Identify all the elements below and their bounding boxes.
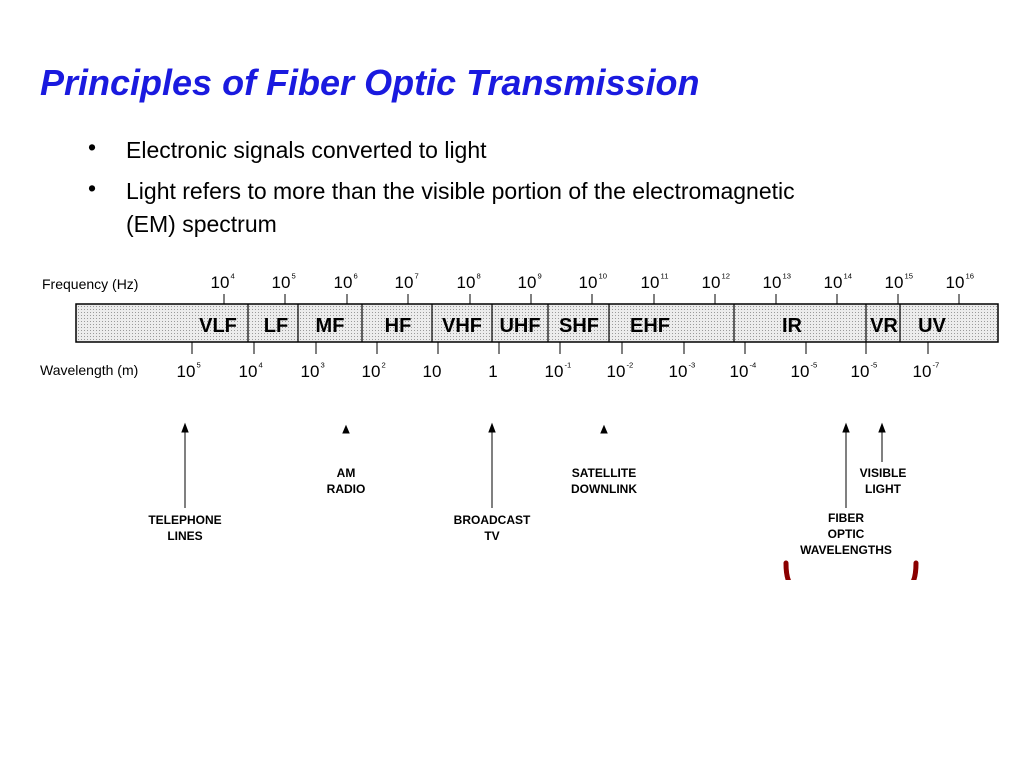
- app-label-telephone-line-1: TELEPHONE: [148, 513, 221, 527]
- frequency-tick-label-exponent: 8: [477, 272, 481, 281]
- band-labels: VLF LF MF HF VHF UHF SHF EHF IR VR UV: [199, 315, 946, 337]
- arrow-head-icon: [842, 422, 850, 433]
- app-label-satellite-line-2: DOWNLINK: [571, 482, 637, 496]
- frequency-tick-label: 10: [579, 273, 598, 292]
- band-label-ir: IR: [782, 315, 803, 337]
- wavelength-tick-label: 10: [607, 362, 626, 381]
- wavelength-tick-label: 10: [177, 362, 196, 381]
- app-label-telephone-line-2: LINES: [167, 529, 202, 543]
- bullet-dot: •: [88, 134, 97, 160]
- bullet-text: (EM) spectrum: [126, 211, 277, 237]
- app-label-am-line-1: AM: [337, 466, 356, 480]
- arrow-head-icon: [878, 422, 886, 433]
- frequency-tick-label-exponent: 4: [231, 272, 236, 281]
- frequency-tick-label-exponent: 9: [538, 272, 542, 281]
- wavelength-tick-label-exponent: -4: [750, 361, 758, 370]
- band-label-vhf: VHF: [442, 315, 482, 337]
- wavelength-tick-label-exponent: -5: [871, 361, 878, 370]
- wavelength-tick-label: 10: [362, 362, 381, 381]
- bullet-text: Light refers to more than the visible po…: [126, 178, 795, 204]
- wavelength-tick-label: 10: [851, 362, 870, 381]
- am-radio-arrow-head-icon: [342, 424, 350, 434]
- band-label-vr: VR: [870, 315, 898, 337]
- wavelength-tick-label-exponent: -3: [689, 361, 696, 370]
- band-label-vlf: VLF: [199, 315, 237, 337]
- frequency-tick-label-exponent: 12: [722, 272, 731, 281]
- wavelength-tick-label-exponent: -1: [565, 361, 572, 370]
- frequency-tick-label-exponent: 6: [354, 272, 358, 281]
- frequency-tick-label-exponent: 5: [292, 272, 296, 281]
- frequency-tick-label: 10: [946, 273, 965, 292]
- band-label-ehf: EHF: [630, 315, 670, 337]
- wavelength-tick-label-exponent: -5: [811, 361, 818, 370]
- bullet-text: Electronic signals converted to light: [126, 137, 487, 163]
- band-label-hf: HF: [385, 315, 412, 337]
- app-label-fiber-line-3: WAVELENGTHS: [800, 543, 892, 557]
- bullet-dot: •: [88, 175, 97, 201]
- wavelength-tick-label: 10: [239, 362, 258, 381]
- app-label-fiber-line-1: FIBER: [828, 511, 864, 525]
- wavelength-tick-label: 10: [669, 362, 688, 381]
- frequency-tick-label: 10: [763, 273, 782, 292]
- frequency-tick-label-exponent: 7: [415, 272, 419, 281]
- spectrum-bar: [75, 303, 999, 343]
- wavelength-tick-label: 10: [913, 362, 932, 381]
- wavelength-tick-label: 10: [301, 362, 320, 381]
- frequency-tick-label-exponent: 11: [661, 272, 669, 281]
- arrow-head-icon: [488, 422, 496, 433]
- band-label-mf: MF: [316, 315, 345, 337]
- wavelength-tick-label-exponent: -7: [933, 361, 940, 370]
- wavelength-tick-label-exponent: 5: [197, 361, 201, 370]
- satellite-downlink-arrow-head-icon: [600, 424, 608, 434]
- wavelength-tick-label-exponent: 4: [259, 361, 264, 370]
- frequency-tick-label-exponent: 15: [905, 272, 914, 281]
- wavelength-tick-label-exponent: 2: [382, 361, 386, 370]
- frequency-axis-label: Frequency (Hz): [42, 276, 138, 292]
- wavelength-axis-label: Wavelength (m): [40, 362, 138, 378]
- frequency-tick-label-exponent: 13: [783, 272, 792, 281]
- wavelength-tick-label-exponent: 3: [321, 361, 325, 370]
- wavelength-tick-label: 10: [423, 362, 442, 381]
- band-label-uv: UV: [918, 315, 946, 337]
- app-label-am-line-2: RADIO: [327, 482, 366, 496]
- band-label-lf: LF: [264, 315, 288, 337]
- app-label-fiber-line-2: OPTIC: [828, 527, 865, 541]
- frequency-tick-label: 10: [211, 273, 230, 292]
- frequency-tick-label-exponent: 16: [966, 272, 975, 281]
- frequency-tick-label: 10: [641, 273, 660, 292]
- app-label-visible-line-2: LIGHT: [865, 482, 902, 496]
- frequency-tick-label: 10: [885, 273, 904, 292]
- frequency-tick-label: 10: [702, 273, 721, 292]
- frequency-tick-label: 10: [395, 273, 414, 292]
- fiber-wavelength-brace: [783, 560, 919, 580]
- app-label-broadcast-line-2: TV: [484, 529, 499, 543]
- arrow-head-icon: [181, 422, 189, 433]
- band-dividers: [247, 304, 901, 342]
- wavelength-tick-label-exponent: -2: [627, 361, 634, 370]
- frequency-tick-label-exponent: 14: [844, 272, 853, 281]
- wavelength-tick-label: 10: [730, 362, 749, 381]
- frequency-tick-label: 10: [457, 273, 476, 292]
- wavelength-tick-label: 1: [488, 362, 497, 381]
- frequency-tick-label: 10: [518, 273, 537, 292]
- app-label-visible-line-1: VISIBLE: [860, 466, 907, 480]
- slide-title: Principles of Fiber Optic Transmission: [40, 62, 700, 103]
- band-label-shf: SHF: [559, 315, 599, 337]
- app-label-satellite-line-1: SATELLITE: [572, 466, 636, 480]
- wavelength-tick-label: 10: [545, 362, 564, 381]
- frequency-tick-label: 10: [824, 273, 843, 292]
- band-label-uhf: UHF: [499, 315, 540, 337]
- frequency-tick-label: 10: [272, 273, 291, 292]
- frequency-tick-label: 10: [334, 273, 353, 292]
- wavelength-tick-label: 10: [791, 362, 810, 381]
- app-label-broadcast-line-1: BROADCAST: [454, 513, 531, 527]
- frequency-tick-label-exponent: 10: [599, 272, 608, 281]
